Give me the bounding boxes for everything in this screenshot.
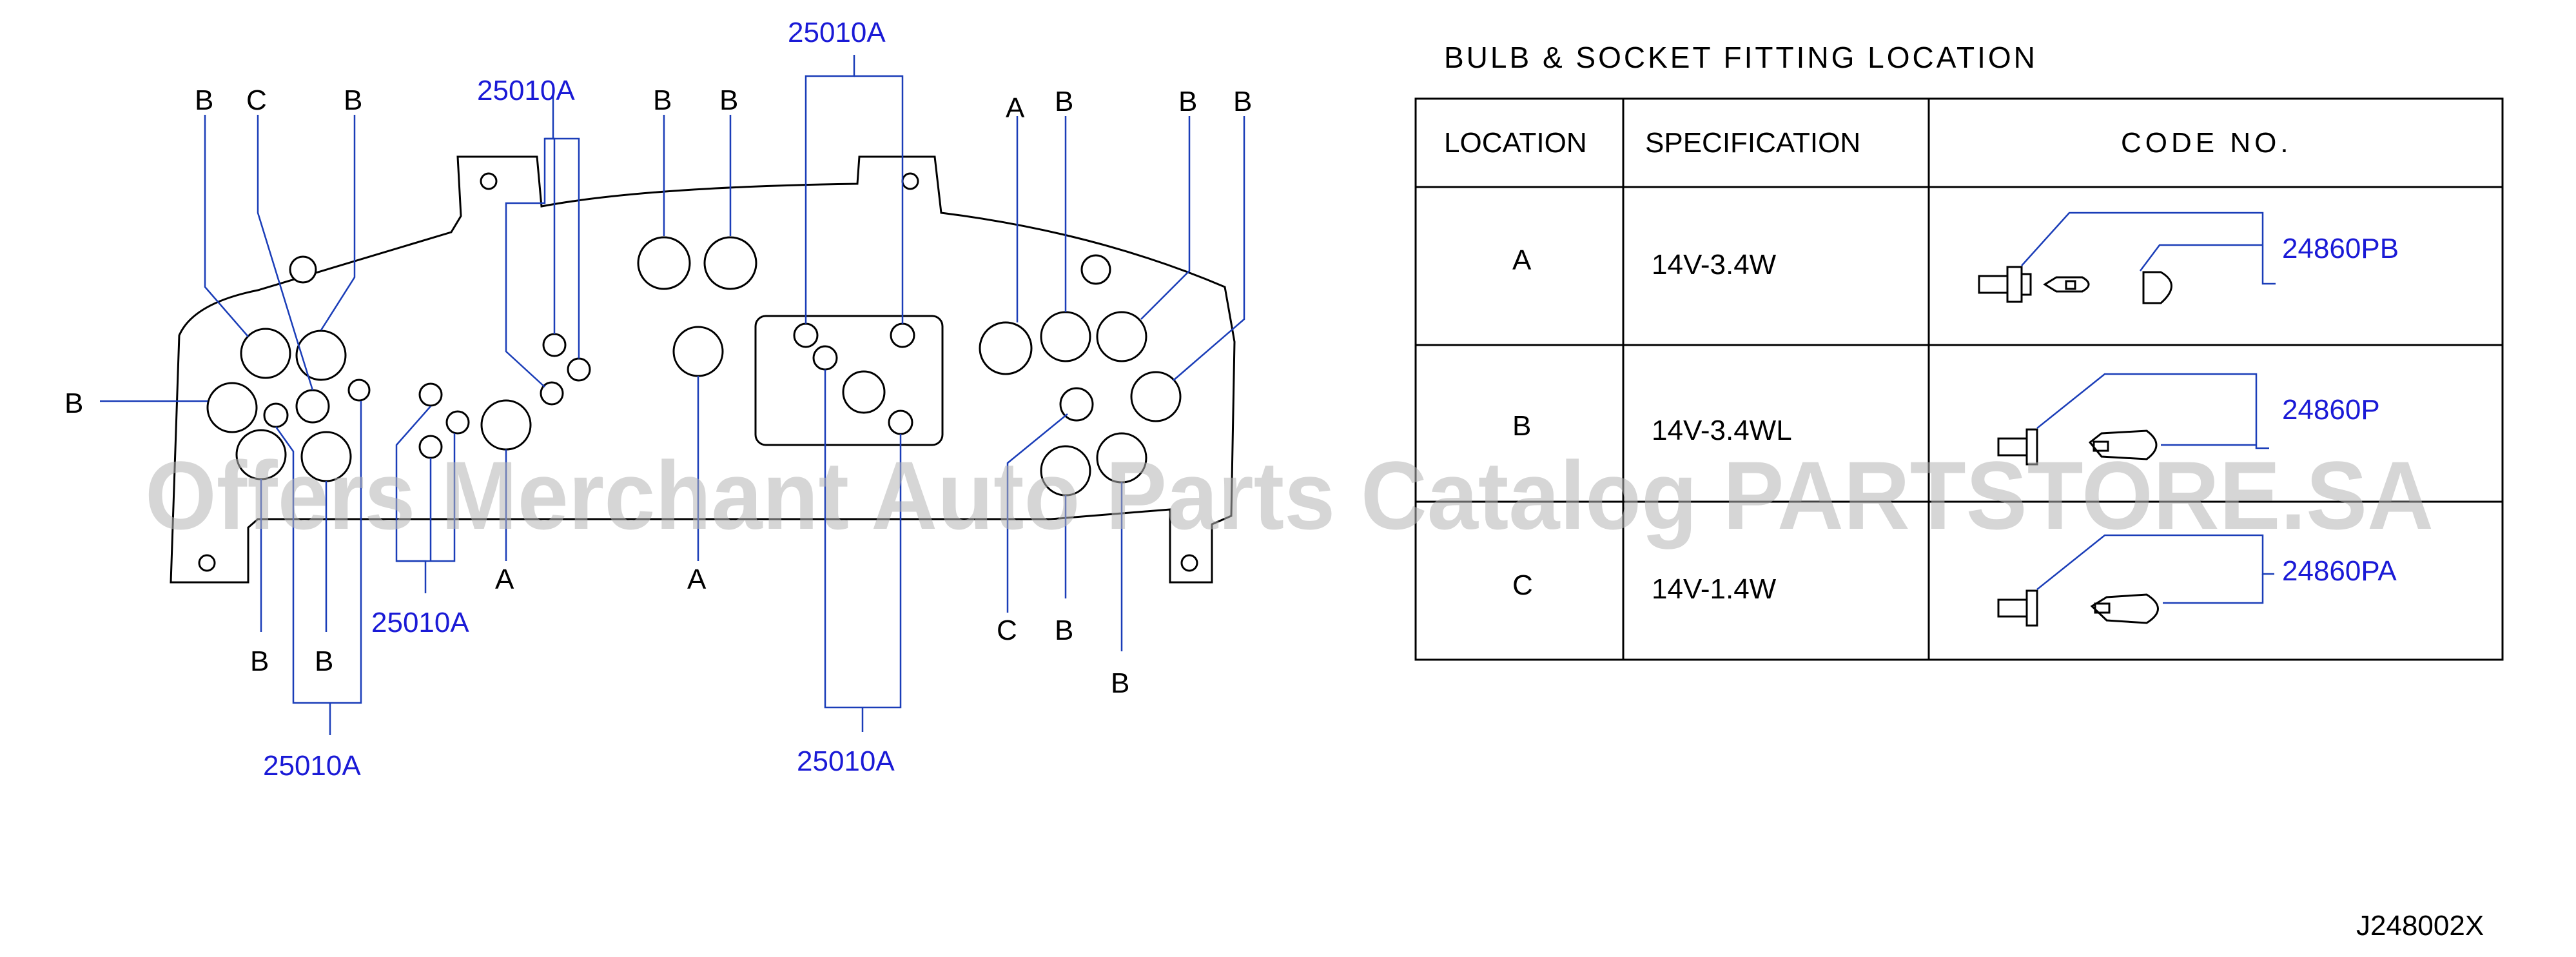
callout-b: B (1178, 86, 1197, 117)
callout-c: C (997, 615, 1017, 646)
table-row-location: C (1512, 569, 1533, 601)
callout-b: B (250, 646, 269, 677)
callout-labels: B C B B 25010A B B 25010A A B B B A A 25… (64, 17, 1252, 782)
socket-bulb-icon (1997, 534, 2274, 627)
leader-lines (100, 55, 1245, 735)
callout-b: B (1111, 667, 1129, 699)
table-header-location: LOCATION (1444, 127, 1587, 159)
table-header-code: CODE NO. (2121, 127, 2292, 159)
socket-bulb-icon (1978, 212, 2276, 304)
table-row-location: B (1512, 410, 1531, 442)
table-title: BULB & SOCKET FITTING LOCATION (1444, 41, 2038, 74)
callout-b: B (1055, 615, 1073, 646)
callout-b: B (653, 84, 672, 116)
table-row-location: A (1512, 244, 1532, 276)
callout-b: B (1055, 86, 1073, 117)
callout-b: B (344, 84, 362, 116)
callout-part-25010a: 25010A (797, 745, 895, 777)
callout-a: A (687, 564, 707, 595)
callout-part-25010a: 25010A (371, 607, 469, 638)
socket-bulb-icon (1997, 373, 2269, 466)
table-row-specification: 14V-3.4WL (1652, 415, 1792, 446)
callout-part-25010a: 25010A (263, 750, 361, 782)
callout-b: B (719, 84, 738, 116)
cluster-housing (170, 155, 1236, 584)
watermark: Offers Merchant Auto Parts Catalog PARTS… (145, 441, 2434, 549)
drawing-code: J248002X (2356, 910, 2484, 942)
table-row-code: 24860PB (2282, 233, 2399, 264)
callout-part-25010a: 25010A (477, 75, 575, 106)
callout-b: B (315, 646, 333, 677)
socket-holes (206, 236, 1182, 497)
callout-b: B (195, 84, 213, 116)
table-row-specification: 14V-3.4W (1652, 249, 1777, 281)
callout-a: A (1006, 92, 1025, 124)
table-row-specification: 14V-1.4W (1652, 573, 1777, 605)
table-header-specification: SPECIFICATION (1645, 127, 1860, 159)
callout-b: B (1233, 86, 1252, 117)
table-row-code: 24860PA (2282, 555, 2397, 587)
bulb-socket-table: BULB & SOCKET FITTING LOCATION LOCATION … (1414, 41, 2504, 661)
callout-b: B (64, 388, 83, 419)
callout-part-25010a: 25010A (788, 17, 886, 48)
callout-a: A (495, 564, 514, 595)
callout-c: C (246, 84, 267, 116)
table-row-code: 24860P (2282, 394, 2380, 426)
